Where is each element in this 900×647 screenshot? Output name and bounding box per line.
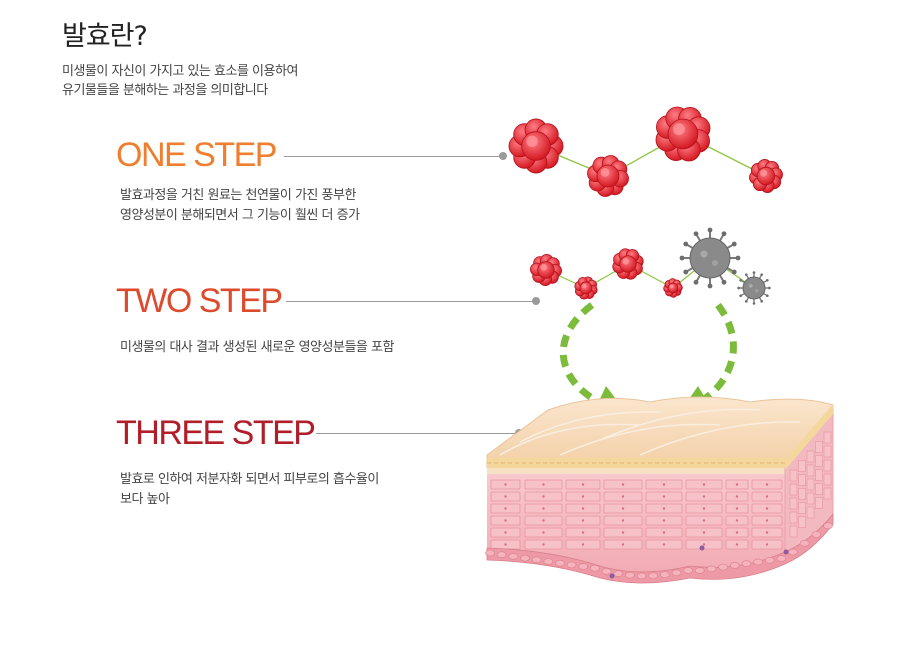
step-two-desc: 미생물의 대사 결과 생성된 새로운 영양성분들을 포함 — [120, 338, 394, 358]
step-two-molecule-icon — [663, 278, 683, 298]
step-two-molecule-icon — [574, 276, 598, 300]
step-one-desc-line-1: 발효과정을 거친 원료는 천연물이 가진 풍부한 — [120, 188, 356, 203]
virus-icon — [737, 271, 771, 305]
skin-layer-illustration — [485, 396, 834, 584]
step-one-desc: 발효과정을 거친 원료는 천연물이 가진 풍부한 영양성분이 분해되면서 그 기… — [120, 186, 360, 226]
step-three-title: THREE STEP — [116, 414, 316, 452]
step-two-title: TWO STEP — [116, 282, 283, 320]
step-one-molecule-icon — [508, 118, 564, 174]
step-two-molecule-icon — [612, 248, 644, 280]
step-three-desc: 발효로 인하여 저분자화 되면서 피부로의 흡수율이 보다 높아 — [120, 470, 379, 510]
intro-text: 미생물이 자신이 가지고 있는 효소를 이용하여 유기물들을 분해하는 과정을 … — [62, 62, 298, 100]
step-one-molecule-icon — [587, 155, 629, 197]
step-one-leader — [284, 156, 502, 157]
step-one-molecule-icon — [749, 159, 783, 193]
step-one-desc-line-2: 영양성분이 분해되면서 그 기능이 훨씬 더 증가 — [120, 208, 360, 223]
step-two-leader — [286, 301, 534, 302]
step-three-desc-line-1: 발효로 인하여 저분자화 되면서 피부로의 흡수율이 — [120, 472, 379, 487]
step-three-desc-line-2: 보다 높아 — [120, 492, 170, 507]
step-one-dot — [499, 152, 507, 160]
intro-line-1: 미생물이 자신이 가지고 있는 효소를 이용하여 — [62, 64, 298, 79]
step-three-leader — [316, 433, 518, 434]
step-two-molecule-icon — [530, 254, 562, 286]
step-one-molecule-chain — [535, 133, 767, 177]
intro-line-2: 유기물들을 분해하는 과정을 의미합니다 — [62, 83, 268, 98]
step-two-desc-line-1: 미생물의 대사 결과 생성된 새로운 영양성분들을 포함 — [120, 340, 394, 355]
step-one-title: ONE STEP — [116, 136, 277, 174]
step-two-dot — [532, 297, 540, 305]
step-one-molecule-icon — [655, 106, 711, 162]
page-title: 발효란? — [62, 21, 148, 52]
virus-icon — [679, 227, 741, 289]
